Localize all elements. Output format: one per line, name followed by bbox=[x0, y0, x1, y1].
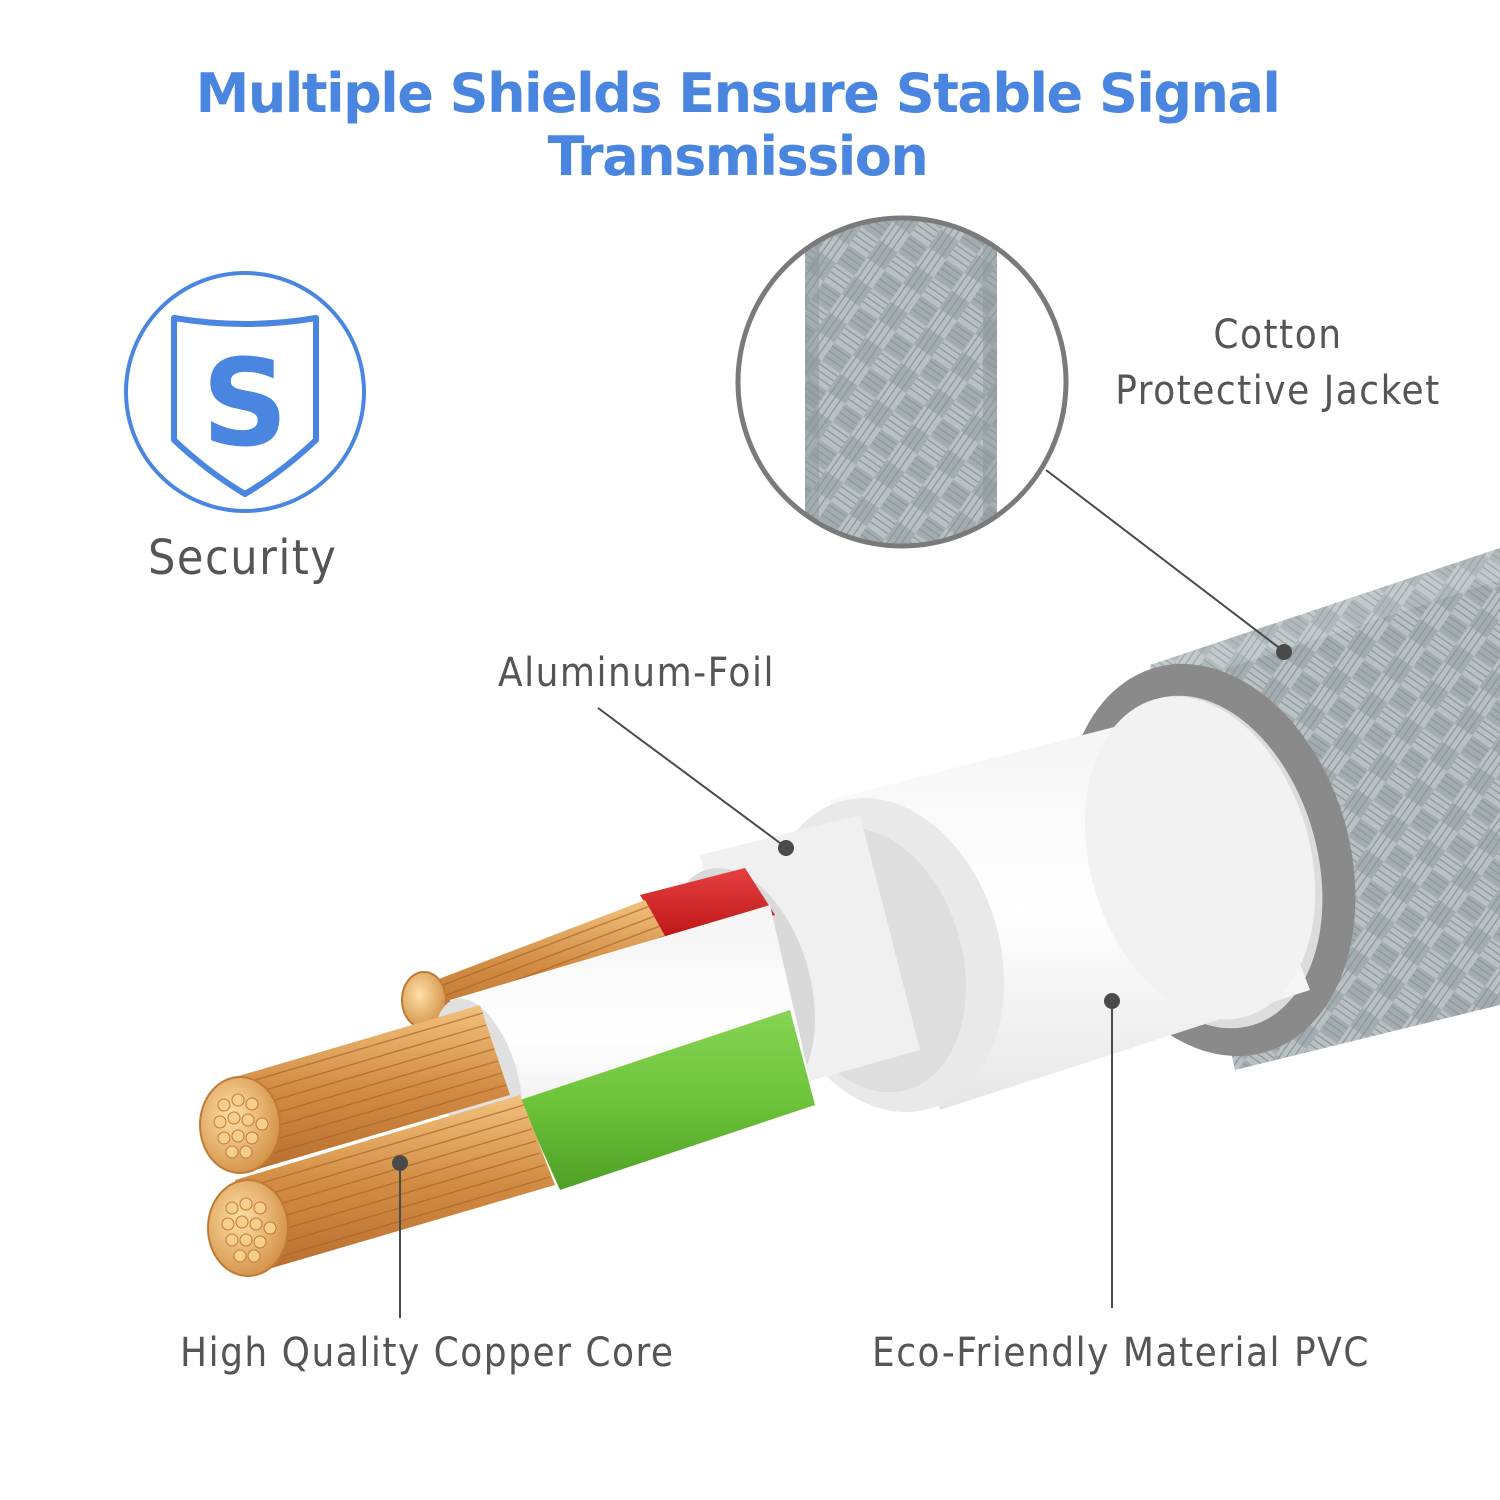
foil-leader-dot bbox=[778, 840, 794, 856]
magnifier-ring bbox=[735, 215, 1069, 549]
shield-letter-s: S bbox=[202, 335, 288, 474]
jacket-leader-dot bbox=[1276, 644, 1292, 660]
badge-ring bbox=[124, 271, 366, 513]
security-caption: Security bbox=[148, 530, 338, 586]
jacket-label-line2: Protective Jacket bbox=[1115, 368, 1441, 414]
foil-label: Aluminum-Foil bbox=[498, 650, 775, 696]
jacket-leader-line bbox=[1045, 469, 1283, 651]
shield-icon bbox=[171, 315, 319, 497]
pvc-label: Eco-Friendly Material PVC bbox=[872, 1330, 1370, 1376]
braid-magnifier bbox=[735, 215, 1069, 549]
copper-leader-dot bbox=[392, 1155, 408, 1171]
jacket-label-line1: Cotton bbox=[1213, 312, 1343, 358]
copper-core-upper bbox=[199, 1005, 510, 1174]
foil-leader-line bbox=[597, 707, 785, 847]
copper-label: High Quality Copper Core bbox=[180, 1330, 675, 1376]
braid-sample bbox=[805, 220, 997, 544]
green-wire bbox=[520, 1010, 815, 1190]
callout-leaders bbox=[392, 469, 1292, 1318]
page-title: Multiple Shields Ensure Stable Signal Tr… bbox=[195, 62, 1281, 188]
pvc-leader-dot bbox=[1104, 993, 1120, 1009]
copper-core-lower bbox=[207, 1095, 555, 1277]
security-badge: S bbox=[124, 271, 366, 513]
